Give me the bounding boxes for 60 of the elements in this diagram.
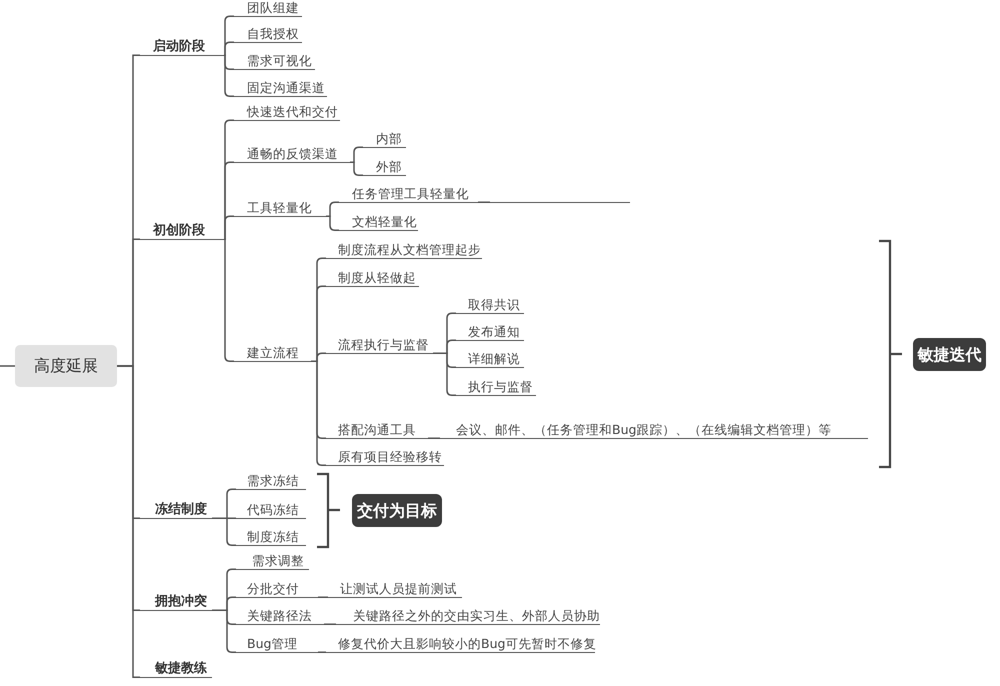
- underlined-topic: 初创阶段: [140, 224, 224, 240]
- underlined-topic: 取得共识: [456, 298, 524, 314]
- underlined-topic: 外部: [363, 160, 406, 176]
- underlined-topic: 固定沟通渠道: [234, 81, 327, 97]
- underlined-topic: 敏捷教练: [140, 662, 212, 678]
- underlined-topic: 需求冻结: [236, 474, 306, 490]
- branch-line: [212, 610, 236, 653]
- underlined-topic: 执行与监督: [456, 380, 536, 396]
- underlined-topic: 内部: [363, 132, 406, 148]
- underlined-topic: 会议、邮件、（任务管理和Bug跟踪）、（在线编辑文档管理）等: [440, 423, 868, 439]
- branch-line: [311, 360, 326, 466]
- branch-line: [350, 162, 363, 176]
- branch-line: [224, 216, 234, 240]
- underlined-topic: 制度冻结: [236, 530, 306, 546]
- underlined-topic: 关键路径之外的交由实习生、外部人员协助: [336, 609, 600, 625]
- summary-box: 交付为目标: [352, 494, 442, 527]
- underlined-topic: 流程执行与监督: [326, 338, 433, 354]
- underlined-topic: 拥抱冲突: [140, 595, 212, 611]
- branch-line: [318, 596, 328, 598]
- underlined-topic: 详细解说: [456, 352, 524, 368]
- underlined-topic: 建立流程: [234, 346, 311, 362]
- branch-line: [224, 238, 234, 362]
- underlined-topic: 通畅的反馈渠道: [234, 147, 350, 163]
- branch-line: [326, 216, 339, 231]
- underlined-topic: 任务管理工具轻量化: [339, 187, 478, 203]
- underlined-topic: 代码冻结: [236, 503, 306, 519]
- underlined-topic: 制度从轻做起: [326, 271, 419, 287]
- underlined-topic: 自我授权: [234, 27, 302, 43]
- branch-line: [433, 352, 456, 396]
- underlined-topic: 修复代价大且影响较小的Bug可先暂时不修复: [326, 637, 595, 653]
- underlined-topic: 需求调整: [236, 554, 309, 570]
- underlined-topic: 搭配沟通工具: [326, 423, 428, 439]
- underlined-topic: 关键路径法: [236, 609, 324, 625]
- branch-line: [350, 146, 363, 163]
- branch-line: [0, 365, 15, 367]
- underlined-topic: 让测试人员提前测试: [328, 582, 462, 598]
- underlined-topic: 工具轻量化: [234, 201, 326, 217]
- branch-line: [478, 202, 490, 203]
- summary-box: 敏捷迭代: [913, 338, 986, 371]
- branch-line: [117, 365, 140, 678]
- branch-line: [224, 42, 234, 56]
- branch-line: [224, 54, 234, 97]
- underlined-topic: 快速迭代和交付: [234, 105, 340, 121]
- underlined-topic: 文档轻量化: [339, 215, 418, 231]
- branch-line: [428, 438, 440, 439]
- underline: [490, 201, 630, 203]
- underlined-topic: 团队组建: [234, 1, 302, 17]
- underlined-topic: 分批交付: [236, 582, 318, 598]
- underlined-topic: 启动阶段: [140, 40, 224, 56]
- underlined-topic: 冻结制度: [140, 503, 212, 519]
- branch-line: [324, 624, 336, 625]
- underlined-topic: 原有项目经验移转: [326, 450, 444, 466]
- central-topic-box: 高度延展: [15, 345, 117, 387]
- branch-line: [326, 202, 339, 217]
- underlined-topic: Bug管理: [236, 637, 318, 653]
- branch-line: [318, 652, 326, 653]
- underlined-topic: 需求可视化: [234, 54, 315, 70]
- branch-line: [212, 518, 236, 546]
- underlined-topic: 发布通知: [456, 325, 524, 341]
- underlined-topic: 制度流程从文档管理起步: [326, 243, 482, 259]
